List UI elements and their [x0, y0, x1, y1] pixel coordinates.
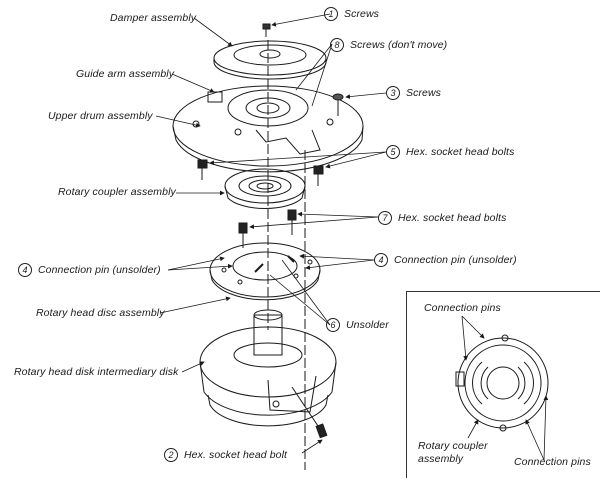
callout-6: 6 Unsolder — [326, 318, 389, 332]
inset-label-rotary-coupler-2: assembly — [418, 453, 464, 465]
damper-assembly-part — [213, 40, 327, 80]
label-upper-drum-assembly: Upper drum assembly — [48, 110, 153, 122]
hex-bolt-2-part — [291, 386, 328, 439]
label-guide-arm-assembly: Guide arm assembly — [76, 68, 175, 80]
callout-number: 7 — [378, 211, 392, 225]
label-rotary-head-intermediary-disk: Rotary head disk intermediary disk — [14, 366, 179, 378]
inset-label-connection-pins-top: Connection pins — [424, 302, 501, 314]
callout-number: 8 — [330, 38, 344, 52]
callout-number: 4 — [18, 263, 32, 277]
label-screws-3: Screws — [406, 86, 442, 99]
lower-drum-part — [199, 309, 337, 427]
inset-label-rotary-coupler-1: Rotary coupler — [418, 440, 488, 452]
hex-bolts-5-part — [197, 159, 324, 186]
callout-number: 4 — [374, 253, 388, 267]
inset-label-connection-pins-bottom: Connection pins — [514, 456, 591, 468]
label-connection-pin-left: Connection pin (unsolder) — [38, 263, 161, 276]
leader-lines — [155, 13, 387, 454]
callout-number: 6 — [326, 318, 340, 332]
screw-1-part — [262, 23, 271, 37]
label-screws-1: Screws — [344, 7, 380, 20]
callout-7: 7 Hex. socket head bolts — [378, 211, 506, 225]
screw-3-part — [332, 93, 344, 116]
label-hex-bolts-5: Hex. socket head bolts — [406, 145, 515, 158]
hex-bolts-7-part — [238, 209, 297, 248]
callout-2: 2 Hex. socket head bolt — [164, 448, 287, 462]
inset-coupler-drawing — [455, 315, 549, 461]
callout-number: 5 — [386, 145, 400, 159]
rotary-head-disc-part — [209, 242, 321, 301]
callout-3: 3 Screws — [386, 86, 441, 100]
callout-number: 3 — [386, 86, 400, 100]
label-hex-bolt-bottom: Hex. socket head bolt — [184, 448, 288, 461]
callout-5: 5 Hex. socket head bolts — [386, 145, 514, 159]
callout-4-left: 4 Connection pin (unsolder) — [18, 263, 161, 277]
label-damper-assembly: Damper assembly — [110, 12, 197, 24]
callout-number: 1 — [324, 7, 338, 21]
callout-4-right: 4 Connection pin (unsolder) — [374, 253, 517, 267]
callout-8: 8 Screws (don't move) — [330, 38, 447, 52]
label-rotary-coupler-assembly: Rotary coupler assembly — [58, 186, 176, 198]
upper-drum-part — [172, 85, 364, 173]
label-hex-bolts-7: Hex. socket head bolts — [398, 211, 507, 224]
label-unsolder-6: Unsolder — [346, 318, 389, 331]
callout-1: 1 Screws — [324, 7, 379, 21]
inset-detail-box — [406, 291, 600, 478]
callout-number: 2 — [164, 448, 178, 462]
label-screws-8: Screws (don't move) — [350, 38, 448, 51]
label-rotary-head-disc-assembly: Rotary head disc assembly — [36, 307, 165, 319]
rotary-coupler-part — [224, 168, 306, 210]
label-connection-pin-right: Connection pin (unsolder) — [394, 253, 517, 266]
